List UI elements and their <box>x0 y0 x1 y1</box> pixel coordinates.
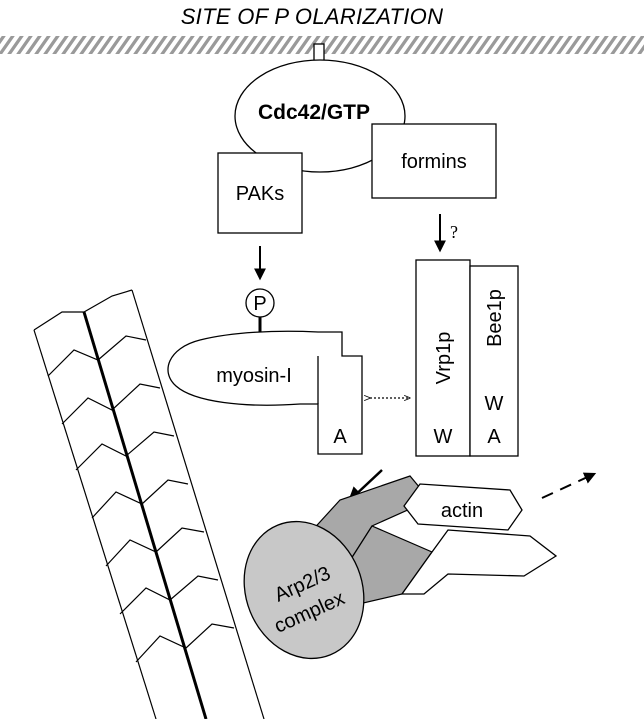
vrp1p-label: Vrp1p <box>433 332 455 385</box>
myosin-a-label: A <box>333 426 347 448</box>
actin-flag-upper <box>403 483 523 531</box>
cdc42-gtp-label: Cdc42/GTP <box>258 101 370 124</box>
arp23-complex-ellipse <box>243 520 365 660</box>
bee1p-label: Bee1p <box>484 289 506 347</box>
cdc42-gtp-ellipse <box>234 59 406 173</box>
formins-label: formins <box>401 151 467 173</box>
myosin-i-shape <box>167 330 363 455</box>
bee1p-w-label: W <box>485 393 504 415</box>
paks-label: PAKs <box>236 183 285 205</box>
phospho-label: P <box>253 293 266 315</box>
filament-growth-arrow <box>541 472 597 499</box>
vrp1p-w-label: W <box>434 426 453 448</box>
actin-flag-lower <box>400 529 558 595</box>
myosin-i-label: myosin-I <box>216 365 292 387</box>
actin-filament-bundle <box>33 289 265 719</box>
paks-box <box>217 152 303 234</box>
actin-label: actin <box>441 500 483 522</box>
formins-box <box>371 123 497 199</box>
diagram-title: SITE OF P OLARIZATION <box>181 4 444 29</box>
bee1p-a-label: A <box>487 426 501 448</box>
bee1p-box <box>469 265 519 457</box>
question-mark-annotation: ? <box>450 222 458 242</box>
vrp1p-box <box>415 259 471 457</box>
